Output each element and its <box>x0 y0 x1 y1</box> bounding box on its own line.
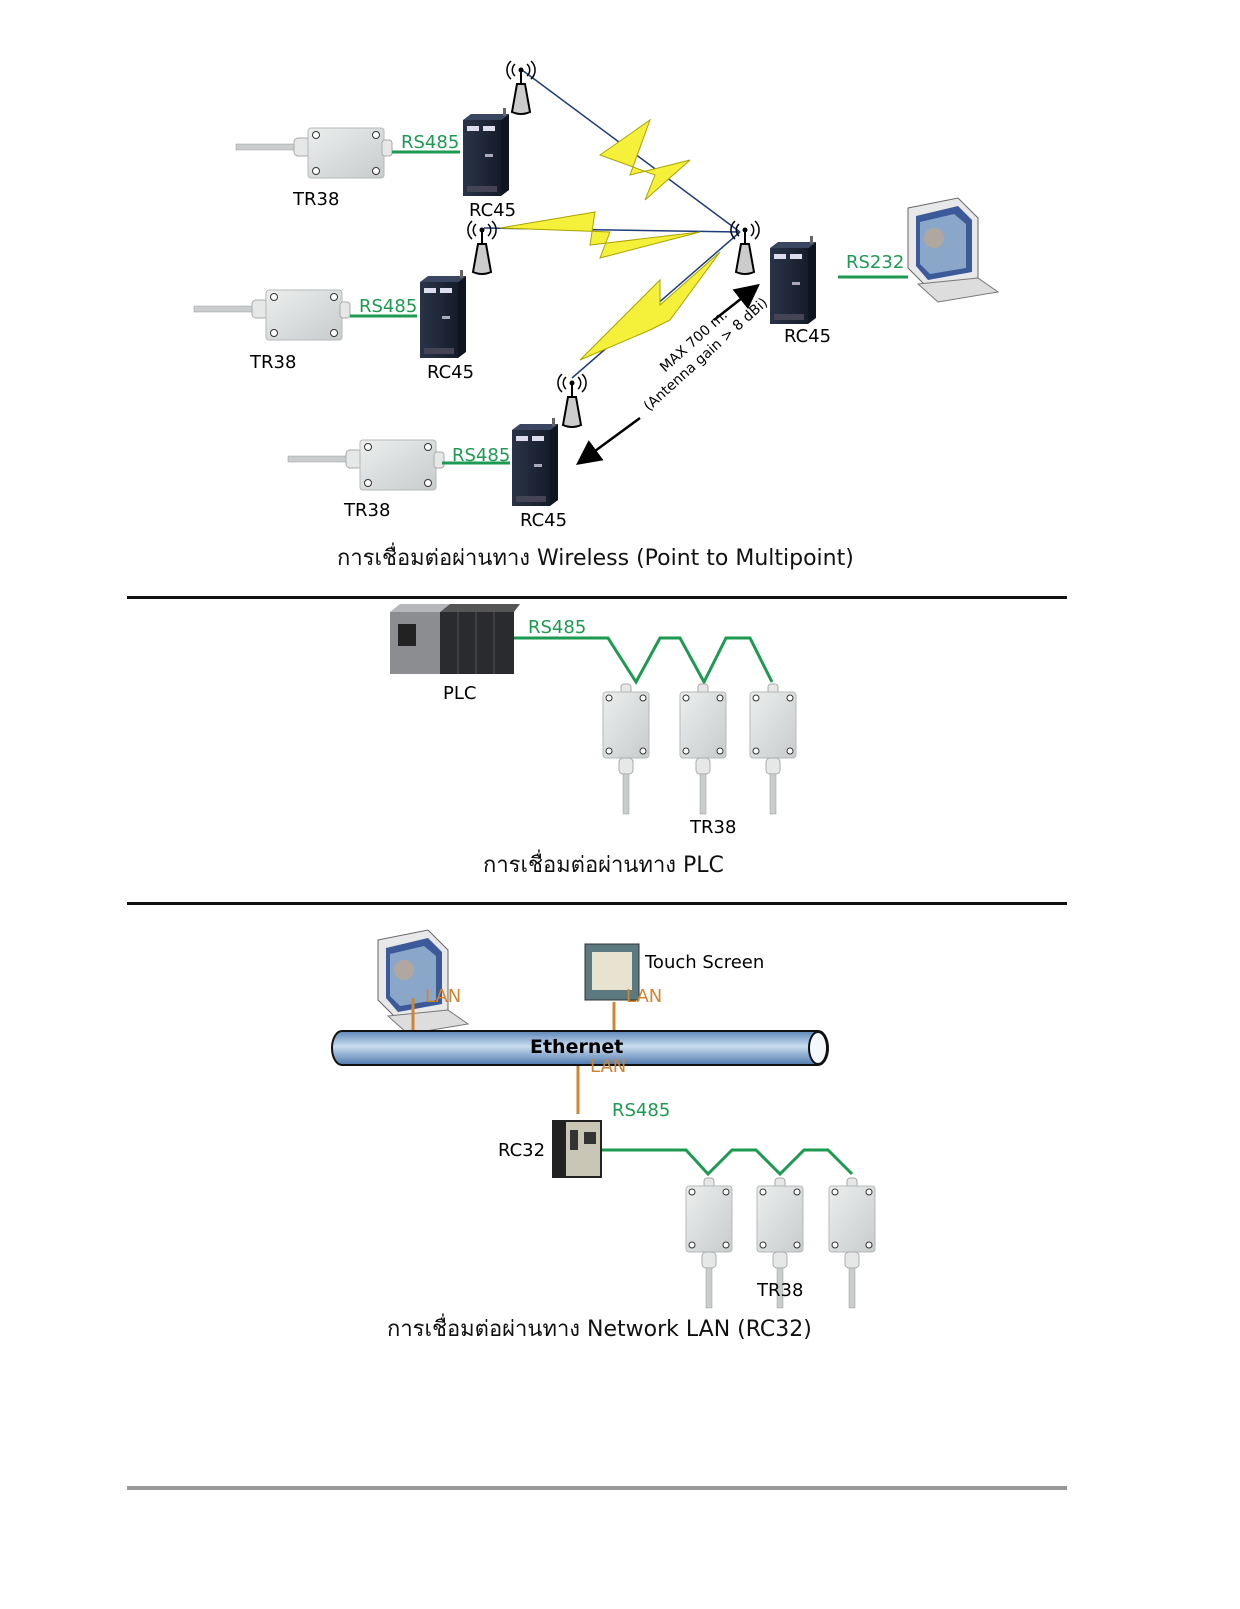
lan-rs485-line <box>602 1148 854 1177</box>
radio-label-rc45: RC45 <box>469 200 517 221</box>
caption-plc: การเชื่อมต่อผ่านทาง PLC <box>483 853 724 878</box>
caption-lan: การเชื่อมต่อผ่านทาง Network LAN (RC32) <box>387 1317 812 1342</box>
radio-label-rc45-master: RC45 <box>784 326 832 347</box>
radio-label-rc45: RC45 <box>427 362 475 383</box>
tr38-sensor-icon <box>235 127 393 179</box>
link-label-rs232: RS232 <box>846 252 905 273</box>
rc45-radio-icon <box>463 108 509 196</box>
ethernet-bus <box>331 1030 829 1066</box>
sensor-label-tr38: TR38 <box>250 352 297 373</box>
sensor-label-tr38: TR38 <box>757 1280 804 1301</box>
plc-icon <box>390 604 520 674</box>
wireless-link-1 <box>521 69 741 233</box>
rc45-radio-icon <box>420 270 466 358</box>
lan-label-pc: LAN <box>425 986 462 1007</box>
plc-label: PLC <box>443 683 477 704</box>
lan-label-touch: LAN <box>626 986 663 1007</box>
link-label-rs485: RS485 <box>359 296 418 317</box>
radio-label-rc45: RC45 <box>520 510 568 531</box>
footer-divider <box>127 1486 1067 1490</box>
sensor-label-tr38: TR38 <box>293 189 340 210</box>
sensor-label-tr38: TR38 <box>690 817 737 838</box>
caption-wireless: การเชื่อมต่อผ่านทาง Wireless (Point to M… <box>337 546 854 571</box>
tr38-sensor-icon <box>287 439 445 491</box>
link-label-rs485: RS485 <box>401 132 460 153</box>
sensor-label-tr38: TR38 <box>344 500 391 521</box>
tr38-sensor-icon <box>193 289 351 341</box>
tr38-sensor-icon <box>685 1177 733 1309</box>
rc45-master-icon <box>770 236 816 324</box>
rc32-gateway-icon <box>552 1120 602 1178</box>
touch-screen-label: Touch Screen <box>645 952 765 973</box>
section-divider <box>127 596 1067 599</box>
tr38-sensor-icon <box>602 683 650 815</box>
section-divider <box>127 902 1067 905</box>
pc-monitor-icon <box>377 929 469 1035</box>
rc32-label: RC32 <box>498 1140 546 1161</box>
tr38-sensor-icon <box>679 683 727 815</box>
antenna-icon <box>466 220 498 275</box>
touch-screen-icon <box>584 943 640 1001</box>
ethernet-label: Ethernet <box>530 1036 624 1058</box>
tr38-sensor-icon <box>749 683 797 815</box>
wireless-link-3 <box>571 231 741 379</box>
link-label-rs485: RS485 <box>528 617 587 638</box>
link-label-rs485: RS485 <box>612 1100 671 1121</box>
plc-rs485-line <box>514 636 774 686</box>
rc45-radio-icon <box>512 418 558 506</box>
link-label-rs485: RS485 <box>452 445 511 466</box>
antenna-icon <box>556 373 588 428</box>
wireless-link-2 <box>483 211 741 259</box>
antenna-icon <box>505 60 537 115</box>
tr38-sensor-icon <box>828 1177 876 1309</box>
pc-monitor-icon <box>907 197 999 303</box>
lan-label-gateway: LAN <box>590 1056 627 1077</box>
